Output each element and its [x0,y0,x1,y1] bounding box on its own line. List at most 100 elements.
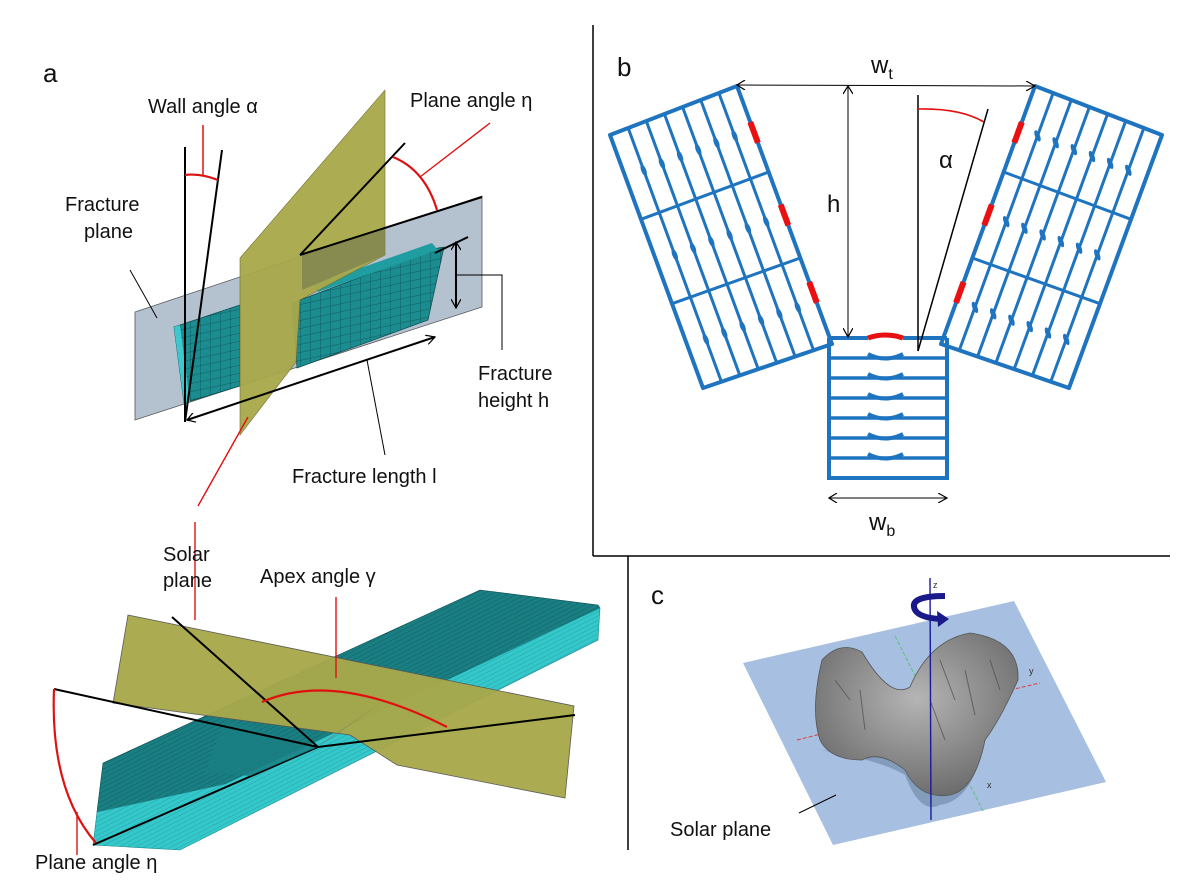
solar-plane-label-1: Solar [163,544,210,566]
strip-kink [695,144,702,156]
apex-angle-label: Apex angle γ [260,566,376,588]
fracture-plane-label-1: Fracture [65,194,139,216]
fracture-height-label-1: Fracture [478,363,552,385]
strip-kink [1052,137,1059,149]
strip-kink [776,308,783,320]
red-highlight [777,203,792,227]
strip-kink [1026,320,1033,333]
axis-z-label: z [933,580,938,590]
axis-x-label: x [987,780,992,790]
apex-shadow [318,700,385,747]
red-highlight [867,332,904,341]
red-highlight [1011,121,1025,144]
strip-kink [1039,229,1046,241]
bar-kink [867,352,904,361]
wt-arrow [737,85,1035,86]
plane-line-right [317,714,576,748]
plane-line-left [53,688,319,748]
axis-z [929,577,932,821]
plane-line-diag [171,616,319,748]
strip-kink [757,314,765,326]
strip-kink [1075,242,1083,254]
strip-kink [676,150,684,163]
solar-plane-tilted [112,614,575,799]
wall-angle-label: Wall angle α [148,96,258,118]
fracture-length-leader [366,359,386,456]
plane-angle-line-2 [299,196,483,256]
strip-kink [1008,314,1015,326]
comet-texture [834,659,1001,741]
fracture-block-left [608,84,834,390]
panel-c-letter: c [651,580,664,610]
strip-kink [1002,216,1010,228]
fracture-length-arrow [187,337,435,420]
strip-kink [689,242,697,254]
strip-kink [739,320,746,333]
alpha-label: α [939,147,953,174]
fracture-block-right [939,84,1164,390]
solar-plane-leader-a [197,416,249,507]
wall-angle-arc [184,173,219,182]
fracture-plane-leader [129,269,158,319]
axis-y-label: y [1029,666,1034,676]
fracture-length-label: Fracture length l [292,466,437,488]
strip-kink [1063,333,1070,346]
strip-kink [731,130,738,142]
solar-plane-label-2: plane [163,570,212,592]
red-highlight [747,121,761,144]
fracture-height-leader [456,274,503,350]
solar-plane-label-c: Solar plane [670,819,771,841]
panel-a: a Wall angle α Plane ang [43,58,552,507]
rotation-arrow-icon [910,593,946,622]
fracture-mesh-top-right [312,243,438,292]
alpha-tilted-line [917,108,989,352]
axis-y-right [1009,682,1041,691]
strip-kink [1094,249,1101,261]
strip-kink [702,333,710,346]
strip-kink [1106,157,1114,170]
fracture-height-label-2: height h [478,390,549,412]
fracture-block-bottom [827,332,949,480]
bar-kink [867,372,904,381]
rotation-arrowhead-icon [937,611,949,627]
wb-label: wb [868,509,895,540]
solar-plane-leader-c [798,794,837,814]
strip-kink [1070,144,1078,156]
fracture-plane-label-2: plane [84,221,133,243]
grid-row-divider [640,170,770,221]
plane-angle-line-1 [299,142,406,256]
bar-kink [867,412,904,421]
strip-kink [989,308,997,320]
strip-kink [1044,327,1052,339]
plane-angle-bottom-label: Plane angle η [35,852,157,874]
grid-row-divider [971,256,1101,306]
solar-plane-shadow [302,228,385,290]
strip-kink [1125,164,1132,176]
plane-angle-leader [419,122,491,178]
mesh-slab-edge [92,746,319,846]
comet-body [815,632,1019,797]
wt-label: wt [870,52,893,83]
strip-kink [744,222,752,234]
plane-angle-bottom-arc [52,688,97,844]
strip-kink [1034,130,1041,142]
block-outline [827,338,949,480]
apex-angle-arc [261,689,448,728]
alpha-arc [917,108,985,123]
strip-kink [1021,222,1028,234]
bar-kink [867,432,904,441]
strip-kink [721,327,728,339]
red-highlight [953,281,967,304]
strip-kink [1057,235,1065,248]
strip-kink [971,301,979,314]
strip-kink [713,137,720,149]
panel-b-letter: b [617,52,631,82]
bar-kink [867,452,904,461]
strip-kink [671,249,679,261]
block-outline [608,84,834,390]
strip-kink [708,235,715,248]
strip-kink [1088,150,1096,163]
panel-c: c z y x Solar plane [651,577,1106,845]
red-highlight [806,281,820,304]
